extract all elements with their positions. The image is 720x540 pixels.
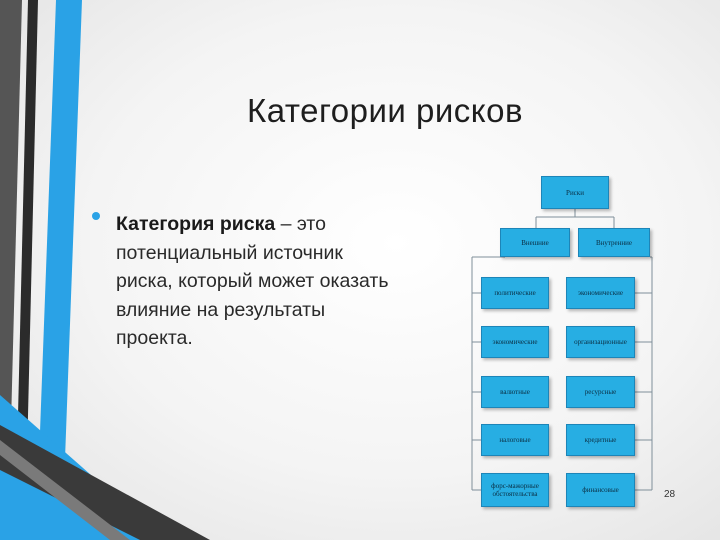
bullet-dot-icon — [92, 212, 100, 220]
slide-title: Категории рисков — [247, 92, 523, 129]
external-item-2: экономические — [481, 326, 549, 358]
bullet-point: Категория риска – это потенциальный исто… — [92, 210, 402, 353]
external-item-3: валютные — [481, 376, 549, 408]
internal-item-3: ресурсные — [566, 376, 635, 408]
internal-item-5: финансовые — [566, 473, 635, 507]
internal-item-2: организационные — [566, 326, 635, 358]
external-item-5: форс-мажорные обстоятельства — [481, 473, 549, 507]
bullet-dash: – — [275, 213, 297, 235]
left-thin-stripe — [15, 0, 38, 540]
branch-box-internal: Внутренние — [578, 228, 650, 257]
external-item-1: политические — [481, 277, 549, 309]
external-item-4: налоговые — [481, 424, 549, 456]
bottom-gray-stripe — [0, 440, 130, 540]
bullet-definition: это потенциальный источник риска, которы… — [116, 213, 389, 349]
root-box-risks: Риски — [541, 176, 609, 209]
left-blue-stripe — [36, 0, 82, 540]
bottom-dark-wedge — [0, 425, 210, 540]
bullet-text: Категория риска – это потенциальный исто… — [116, 210, 402, 353]
bullet-term: Категория риска — [116, 213, 276, 235]
internal-item-1: экономические — [566, 277, 635, 309]
internal-item-4: кредитные — [566, 424, 635, 456]
branch-box-external: Внешние — [500, 228, 570, 257]
page-number: 28 — [664, 489, 676, 500]
